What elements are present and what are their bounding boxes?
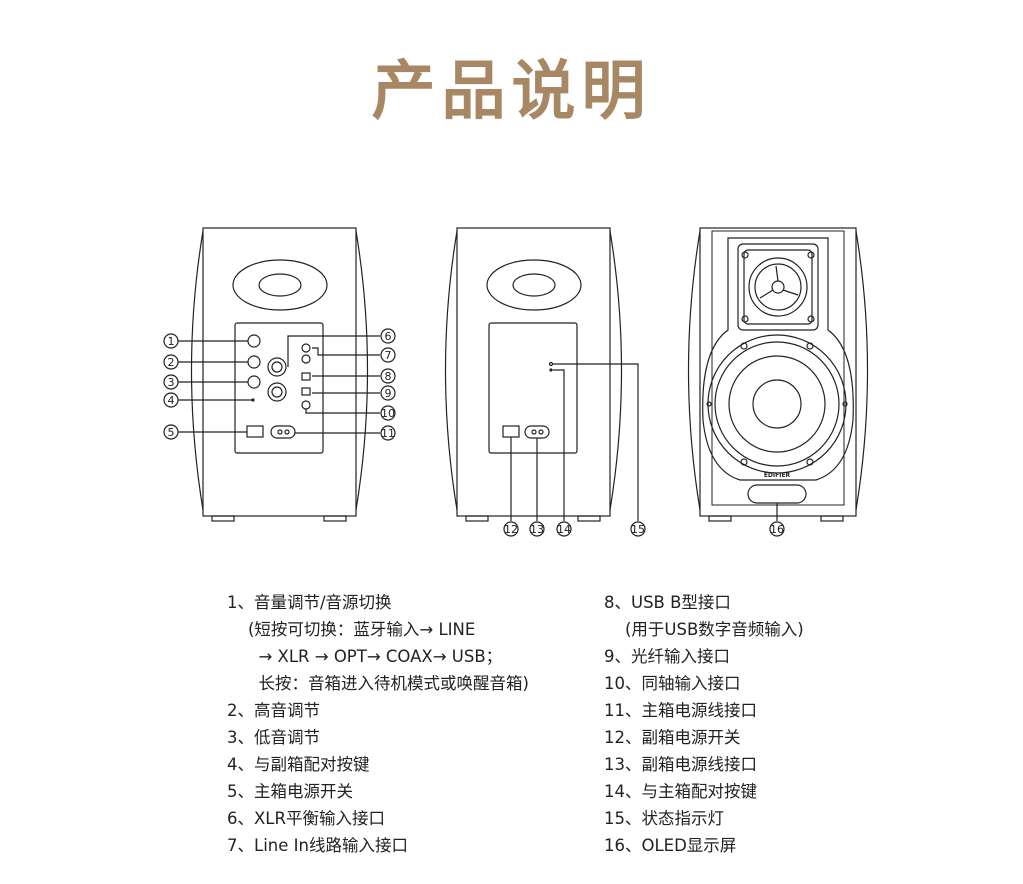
slave-speaker-rear: [444, 227, 639, 522]
callout-2: 2: [168, 356, 175, 369]
legend-item: 12、副箱电源开关: [604, 728, 741, 747]
callout-7: 7: [385, 349, 392, 362]
legend-item: 10、同轴输入接口: [604, 674, 741, 693]
legend-item: 16、OLED显示屏: [604, 836, 737, 855]
legend-item: (用于USB数字音频输入): [604, 620, 804, 639]
callout-4: 4: [168, 394, 175, 407]
legend-item: 8、USB B型接口: [604, 593, 731, 612]
callouts-right: [380, 328, 396, 441]
legend-item: 11、主箱电源线接口: [604, 701, 757, 720]
brand-label: EDIFIER: [764, 472, 791, 479]
callout-5: 5: [168, 426, 175, 439]
callouts-middle: [503, 521, 646, 537]
callout-10: 10: [381, 407, 395, 420]
legend-item: 7、Line In线路输入接口: [227, 836, 408, 855]
legend-right: 8、USB B型接口 (用于USB数字音频输入) 9、光纤输入接口 10、同轴输…: [604, 589, 804, 859]
callout-16: 16: [770, 523, 784, 536]
legend-item: 14、与主箱配对按键: [604, 782, 757, 801]
legend-item: 3、低音调节: [227, 728, 320, 747]
legend-item: 4、与副箱配对按键: [227, 755, 370, 774]
legend-item: → XLR → OPT→ COAX→ USB；: [227, 647, 503, 666]
callout-12: 12: [504, 523, 518, 536]
callouts-left: [163, 333, 179, 440]
callout-8: 8: [385, 370, 392, 383]
callout-15: 15: [631, 523, 645, 536]
legend-item: (短按可切换：蓝牙输入→ LINE: [227, 620, 476, 639]
callout-1: 1: [168, 335, 175, 348]
callout-13: 13: [530, 523, 544, 536]
callouts-front: [769, 521, 785, 537]
speaker-front: [687, 227, 869, 522]
legend-item: 2、高音调节: [227, 701, 320, 720]
legend-item: 9、光纤输入接口: [604, 647, 730, 666]
page-title: 产品说明: [371, 55, 652, 129]
callout-11: 11: [381, 427, 395, 440]
callout-14: 14: [557, 523, 571, 536]
legend-item: 13、副箱电源线接口: [604, 755, 757, 774]
legend-item: 6、XLR平衡输入接口: [227, 809, 385, 828]
callout-6: 6: [385, 330, 392, 343]
legend-item: 1、音量调节/音源切换: [227, 593, 392, 612]
legend-item: 15、状态指示灯: [604, 809, 724, 828]
master-speaker-rear: [178, 227, 380, 522]
callout-9: 9: [385, 387, 392, 400]
legend-item: 长按：音箱进入待机模式或唤醒音箱): [227, 674, 529, 693]
callout-3: 3: [168, 376, 175, 389]
legend-left: 1、音量调节/音源切换 (短按可切换：蓝牙输入→ LINE → XLR → OP…: [227, 589, 529, 859]
legend-item: 5、主箱电源开关: [227, 782, 353, 801]
